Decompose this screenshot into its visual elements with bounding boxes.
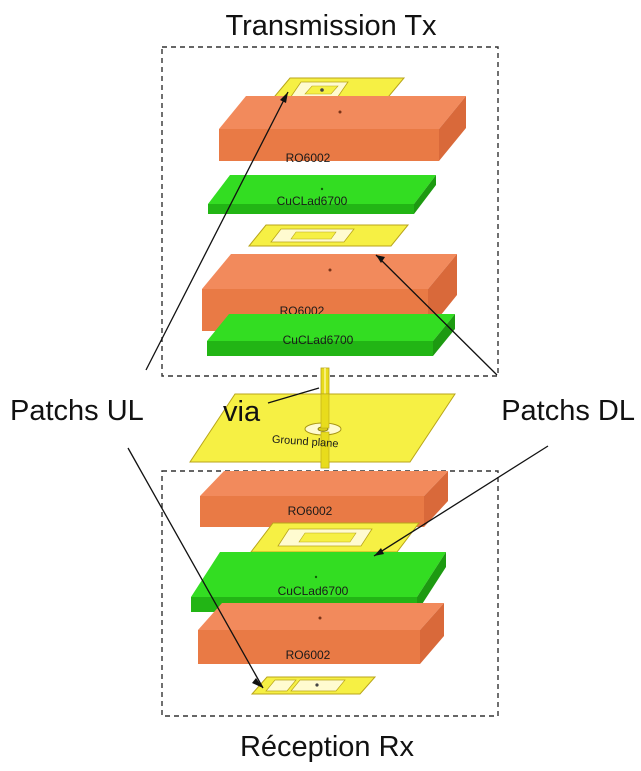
arrow-dl-tx bbox=[375, 254, 498, 376]
tx-group-box bbox=[161, 46, 499, 377]
arrowhead-dl-rx bbox=[374, 548, 384, 556]
arrowhead-ul-rx bbox=[252, 678, 263, 688]
label-via: via bbox=[223, 396, 261, 428]
title-transmission: Transmission Tx bbox=[225, 10, 437, 42]
patch-ul-bottom bbox=[250, 676, 377, 695]
label-cuclad-tx-1: CuCLad6700 bbox=[277, 194, 348, 208]
patch-dl-tx bbox=[247, 224, 410, 247]
label-cuclad-tx-2: CuCLad6700 bbox=[283, 333, 354, 347]
label-patchs-ul: Patchs UL bbox=[10, 395, 144, 427]
label-cuclad-rx: CuCLad6700 bbox=[278, 584, 349, 598]
ground-plane: Ground plane bbox=[189, 393, 456, 469]
arrow-ul-tx bbox=[145, 91, 289, 371]
label-ro6002-rx-2: RO6002 bbox=[286, 648, 331, 662]
title-reception: Réception Rx bbox=[240, 731, 415, 763]
patch-dl-rx bbox=[249, 522, 421, 553]
rx-group-box bbox=[161, 470, 499, 717]
arrow-via bbox=[267, 387, 320, 404]
label-patchs-dl: Patchs DL bbox=[501, 395, 635, 427]
leader-lines bbox=[127, 91, 549, 689]
label-ro6002-rx-1: RO6002 bbox=[288, 504, 333, 518]
arrowhead-dl-tx bbox=[376, 255, 385, 263]
substrate-cuclad-tx-2: CuCLad6700 bbox=[207, 314, 455, 356]
label-ro6002-tx-1: RO6002 bbox=[286, 151, 331, 165]
arrow-dl-rx bbox=[373, 445, 549, 557]
substrate-ro6002-rx-1: RO6002 bbox=[200, 471, 448, 527]
arrowhead-ul-tx bbox=[280, 92, 288, 103]
arrow-ul-rx bbox=[127, 447, 264, 689]
substrate-cuclad-tx-1: CuCLad6700 bbox=[208, 175, 436, 214]
substrate-ro6002-tx-1: RO6002 bbox=[219, 96, 466, 165]
label-ground-plane: Ground plane bbox=[272, 434, 339, 451]
substrate-ro6002-rx-2: RO6002 bbox=[198, 603, 444, 664]
